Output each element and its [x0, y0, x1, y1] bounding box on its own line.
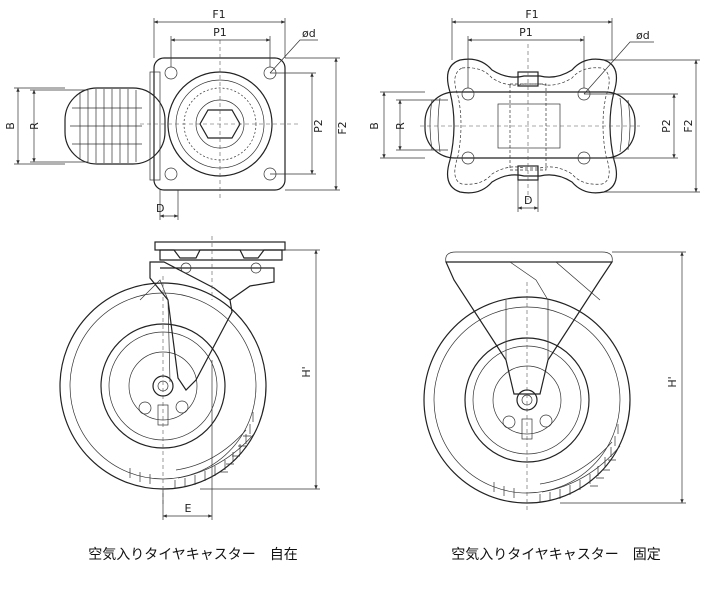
fixed-top-hole-bl [461, 151, 475, 165]
dim-label-E: E [185, 502, 192, 515]
dim-label-D-right: D [524, 194, 532, 207]
dim-label-d-left: ød [302, 27, 316, 40]
fixed-side-bolt-2 [539, 414, 553, 428]
dim-label-F1-left: F1 [212, 8, 225, 21]
swivel-top-tyre-tread [70, 89, 142, 163]
swivel-side-fork [149, 261, 233, 391]
dim-label-F2-left: F2 [336, 121, 349, 134]
caption-swivel: 空気入りタイヤキャスター 自在 [88, 547, 298, 563]
swivel-side-bearing [159, 249, 283, 261]
swivel-side-plate [154, 241, 286, 251]
dim-label-B-left: B [4, 122, 17, 130]
dim-label-H-left: H' [300, 366, 313, 377]
fixed-top-plate-inner [454, 67, 610, 185]
swivel-side-ball-2 [250, 262, 262, 274]
dim-label-F2-right: F2 [682, 119, 695, 132]
dim-label-d-right: ød [636, 29, 650, 42]
leader-d-right [583, 41, 654, 95]
dim-label-F1-right: F1 [525, 8, 538, 21]
fixed-side-fork [445, 261, 614, 395]
fixed-side-bolt-1 [502, 415, 516, 429]
swivel-side-view: H' E [59, 236, 320, 520]
fixed-top-centerlines [420, 44, 640, 200]
fixed-side-tread [493, 424, 621, 502]
dim-label-R-right: R [394, 122, 407, 130]
dim-label-P2-left: P2 [312, 119, 325, 133]
dim-label-H-right: H' [666, 376, 679, 387]
fixed-side-fork-detail [505, 261, 601, 360]
fixed-side-plate [445, 251, 613, 263]
swivel-top-centerlines [140, 40, 300, 200]
swivel-side-fork-edge [139, 279, 171, 383]
caption-fixed: 空気入りタイヤキャスター 固定 [451, 547, 661, 563]
swivel-top-plate-edge [149, 71, 161, 181]
swivel-side-ball-1 [180, 262, 192, 274]
fixed-top-view: F1 P1 ød F2 P2 B R D [368, 8, 700, 212]
swivel-top-hole-tl [164, 66, 178, 80]
dim-label-R-left: R [28, 122, 41, 130]
dim-label-P1-right: P1 [519, 26, 533, 39]
fixed-top-tyre-tread [429, 97, 631, 153]
swivel-side-fork-arm [160, 267, 275, 301]
swivel-side-centerlines [162, 236, 213, 506]
dim-label-P2-right: P2 [660, 119, 673, 133]
dim-label-D-left: D [156, 202, 164, 215]
swivel-top-hole-bl [164, 167, 178, 181]
swivel-top-view: F1 P1 ød F2 P2 B R D [4, 8, 349, 220]
leader-d-left [269, 39, 318, 74]
fixed-top-tyre [424, 91, 636, 159]
fixed-side-view: H' [423, 251, 686, 512]
dim-label-B-right: B [368, 122, 381, 130]
dim-label-P1-left: P1 [213, 26, 227, 39]
swivel-side-tread [129, 412, 255, 488]
swivel-side-bolt-1 [138, 401, 152, 415]
swivel-side-bolt-2 [175, 400, 189, 414]
